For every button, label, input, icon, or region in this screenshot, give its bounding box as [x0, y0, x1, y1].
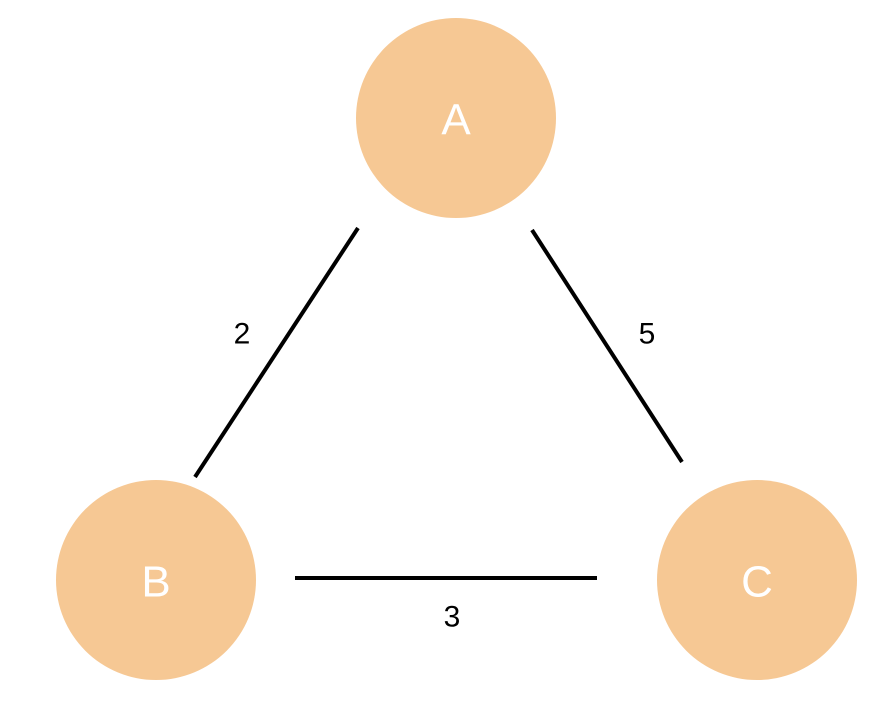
- edge-a-b-weight-label: 2: [234, 318, 251, 351]
- node-a-label: A: [441, 96, 471, 145]
- node-c-label: C: [741, 558, 773, 607]
- node-a-circle: [356, 18, 556, 218]
- edge-a-c-weight-label: 5: [639, 318, 656, 351]
- edge-a-c-line: [530, 228, 684, 464]
- edge-a-b-line: [193, 226, 360, 479]
- node-b-label: B: [141, 558, 170, 607]
- edge-b-c-weight-label: 3: [444, 601, 461, 634]
- node-c-circle: [657, 480, 857, 680]
- node-b-circle: [56, 480, 256, 680]
